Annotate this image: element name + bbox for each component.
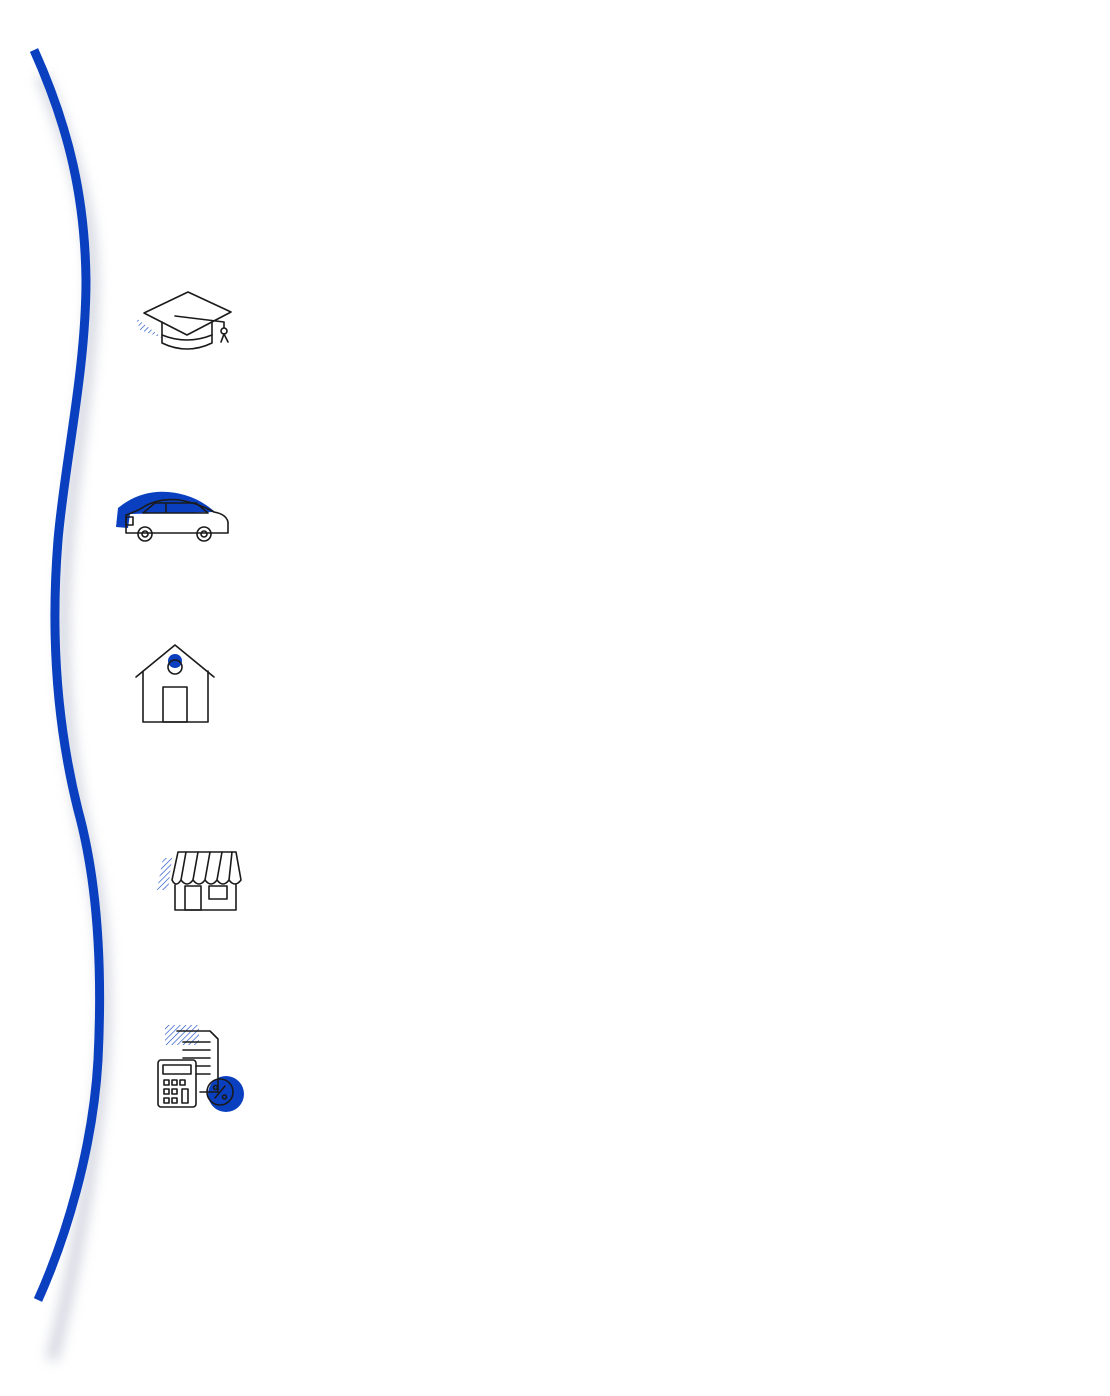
graduation-cap-icon <box>136 291 232 350</box>
curve-shadow <box>36 72 111 1362</box>
house-icon <box>135 644 215 723</box>
calculator-document-percent-icon <box>157 1025 244 1112</box>
car-icon <box>116 491 229 542</box>
storefront-icon <box>157 851 242 911</box>
timeline-curve <box>29 48 105 1302</box>
